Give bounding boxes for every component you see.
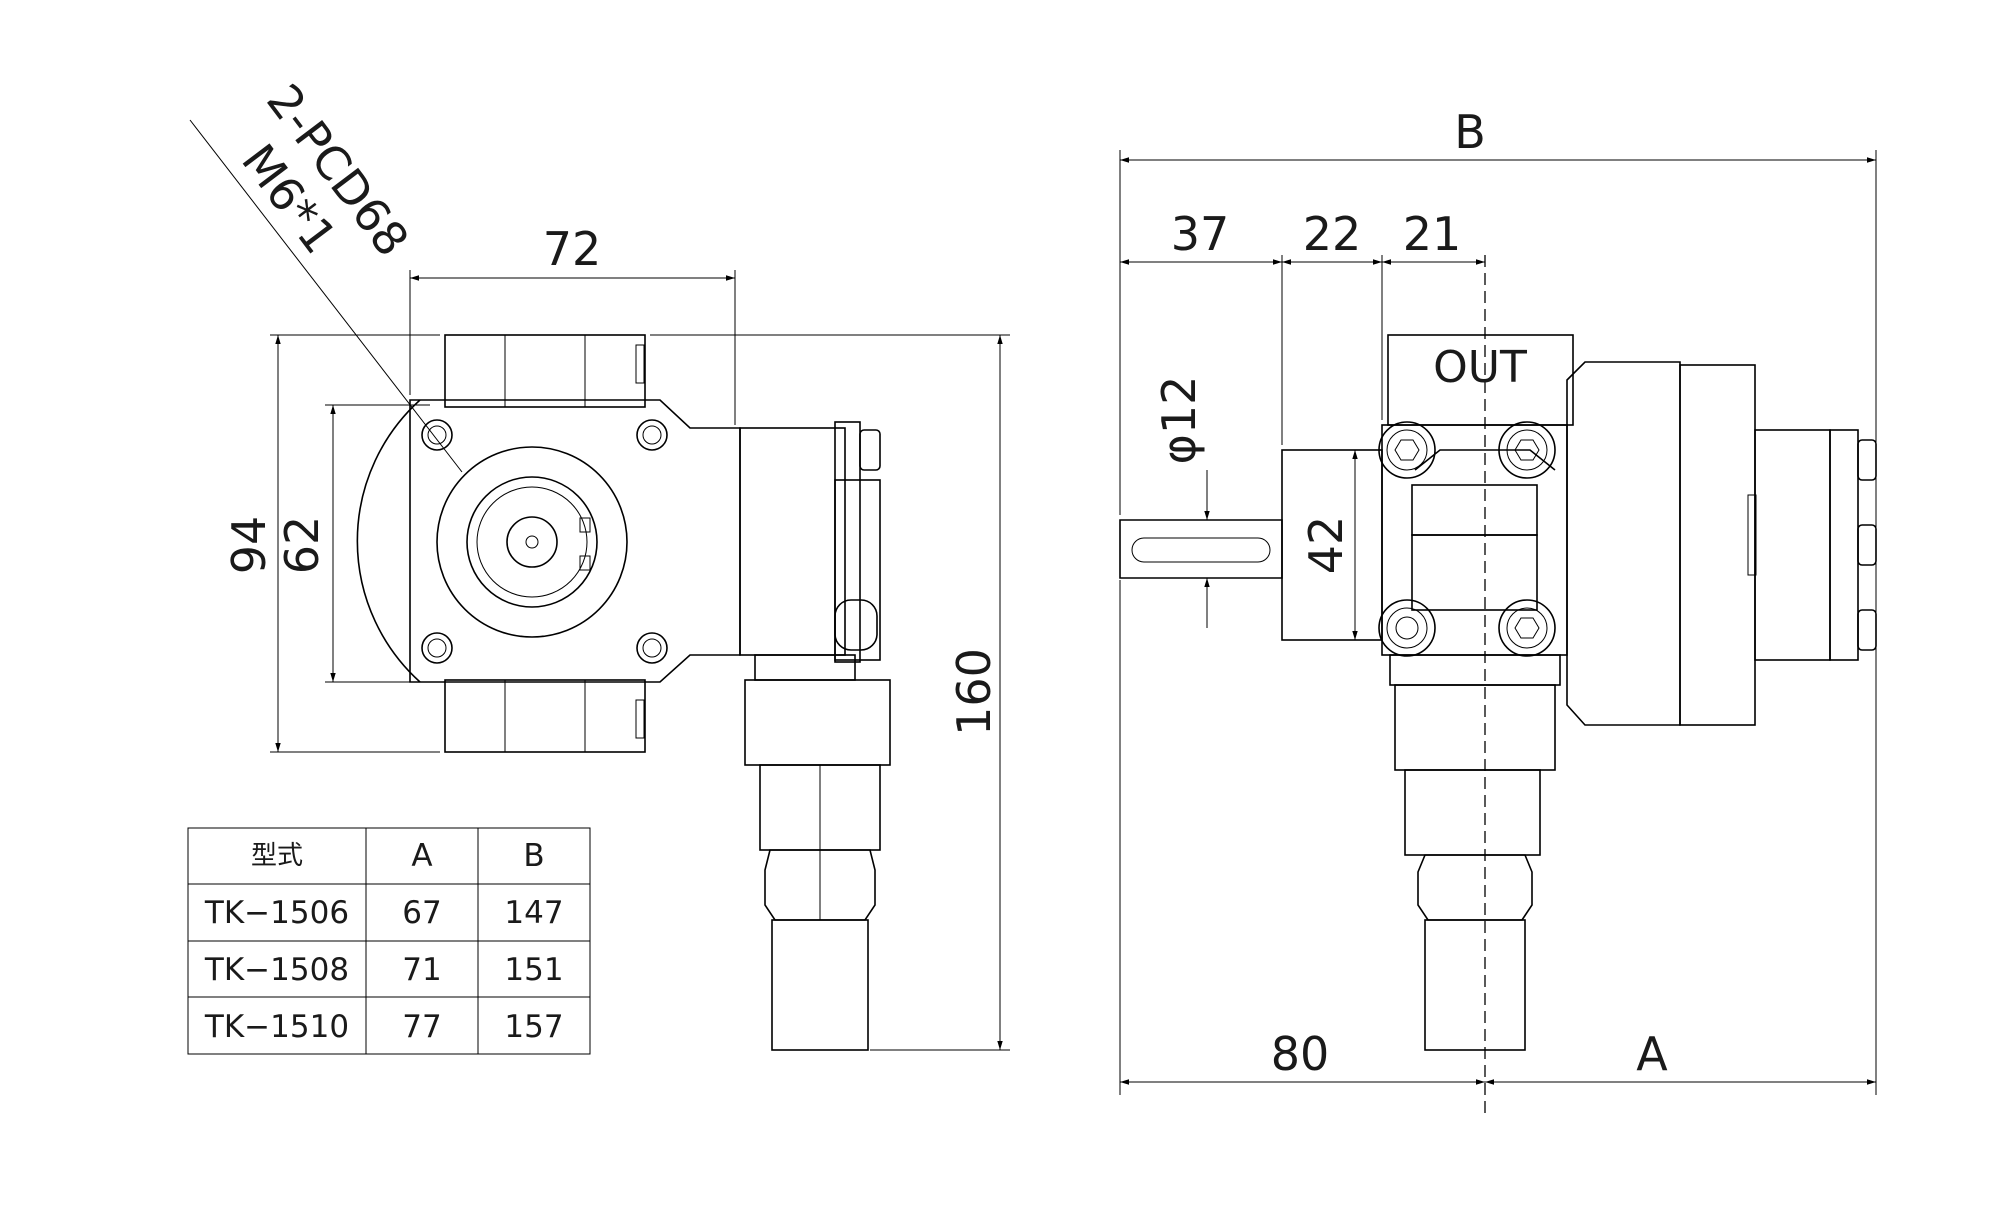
dim-text-80: 80 [1271,1027,1330,1081]
bolt-br [1498,599,1556,657]
shaft-keyway [1131,537,1271,563]
fitting-body [744,679,891,766]
center-boss [436,446,628,638]
side-valve-cap [834,599,878,651]
dim-text-37: 37 [1171,207,1230,261]
side-housing [739,427,846,656]
table-cell: TK−1508 [204,952,349,988]
input-shaft [1119,519,1283,579]
top-block [444,334,646,408]
table-header-model: 型式 [251,841,303,871]
mount-hole-tr [636,419,668,451]
side-knob-top [859,429,881,471]
side-valve [834,479,881,661]
callout-leader-line [189,119,463,473]
main-body [409,399,741,683]
table-cell: TK−1510 [204,1009,349,1045]
right-view: B 37 22 21 φ12 42 80 A OUT [1119,105,1877,1115]
dim-text-phi12: φ12 [1152,376,1206,465]
rv-fitting-neck [1404,769,1541,856]
bolt-tl [1378,421,1436,479]
end-cap [1754,429,1831,661]
dim-text-A: A [1636,1027,1668,1081]
bottom-block [444,679,646,753]
table-cell: 151 [504,952,563,988]
rv-pipe-end [1424,919,1526,1051]
top-tab [635,344,645,384]
dim-text-B: B [1454,105,1486,159]
rv-fitting-body [1394,684,1556,771]
mount-hole-bl [421,632,453,664]
dim-text-94: 94 [222,516,276,575]
mount-hole-br [636,632,668,664]
side-plate [834,421,861,663]
model-table: 型式 A B TK−1506 67 147 TK−1508 71 151 TK−… [187,827,591,1055]
table-header-b: B [523,838,544,874]
dim-text-42: 42 [1299,516,1353,575]
dim-text-62: 62 [275,516,329,575]
dim-text-21: 21 [1403,207,1462,261]
table-cell: 77 [402,1009,441,1045]
center-bore-inner [506,516,558,568]
end-plug-1 [1857,439,1877,481]
bolt-bl [1378,599,1436,657]
table-cell: 71 [402,952,441,988]
top-block-notch [504,334,586,408]
table-cell: TK−1506 [204,895,349,931]
rv-hex-nut [1417,854,1533,921]
end-plug-2 [1857,524,1877,566]
dim-text-160: 160 [947,648,1001,736]
pump-housing [1566,361,1681,726]
bottom-tab [635,699,645,739]
table-cell: 67 [402,895,441,931]
pipe-end [771,919,869,1051]
pump-cover [1679,364,1756,726]
dim-text-22: 22 [1303,207,1362,261]
dim-text-72: 72 [543,222,602,276]
table-cell: 157 [504,1009,563,1045]
end-plug-3 [1857,609,1877,651]
bolt-tr [1498,421,1556,479]
table-header-a: A [411,838,432,874]
center-bore-outer [466,476,598,608]
flange-arc [356,399,421,683]
bottom-block-notch [504,679,586,753]
table-cell: 147 [504,895,563,931]
out-label: OUT [1433,342,1527,393]
mount-hole-tl [421,419,453,451]
